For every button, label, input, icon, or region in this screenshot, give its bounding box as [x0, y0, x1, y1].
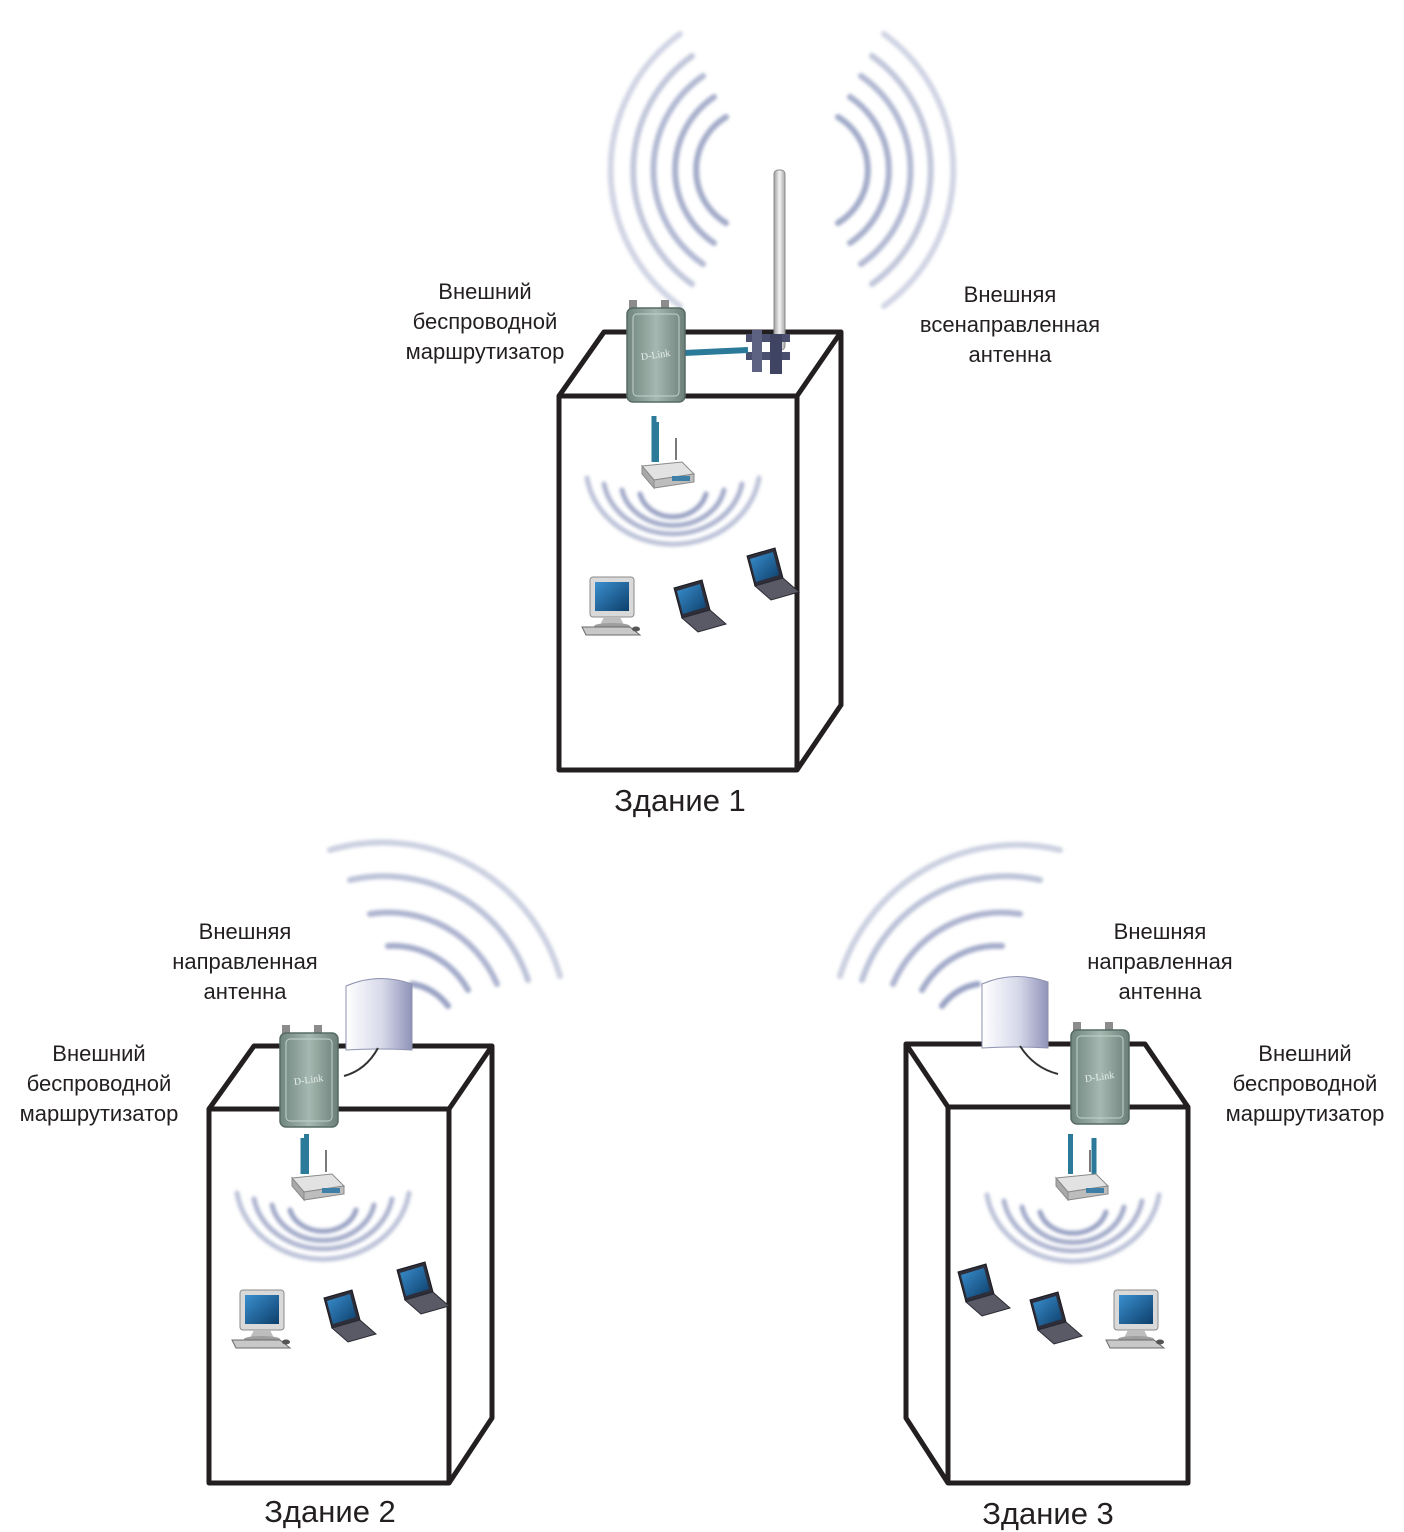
b1-router-label: Внешний беспроводной маршрутизатор [405, 279, 565, 364]
b1-antenna-label: Внешняя всенаправленная антенна [919, 282, 1101, 367]
outdoor-router-icon [1070, 1021, 1130, 1125]
indoor-wifi-waves [584, 475, 762, 547]
building-3 [837, 841, 1191, 1486]
omni-antenna-icon [746, 169, 790, 374]
access-point-icon [1055, 1133, 1109, 1201]
access-point-icon [641, 421, 695, 489]
b3-router-label: Внешний беспроводной маршрутизатор [1225, 1041, 1385, 1126]
desktop-icon [1105, 1289, 1165, 1349]
laptop-icon [323, 1289, 377, 1343]
desktop-icon [581, 576, 641, 636]
b2-router-label: Внешний беспроводной маршрутизатор [19, 1041, 179, 1126]
panel-antenna-icon [981, 975, 1049, 1049]
antenna-cable [343, 1047, 379, 1077]
building-2-caption: Здание 2 [264, 1494, 396, 1529]
building-3-outline [903, 1041, 1191, 1486]
building-1-outline [556, 329, 844, 773]
panel-antenna-icon [345, 977, 413, 1051]
directional-antenna-waves [327, 839, 563, 1009]
antenna-cable [683, 347, 749, 356]
outdoor-router-icon [279, 1024, 339, 1128]
indoor-wifi-waves [234, 1190, 412, 1262]
building-1 [556, 31, 957, 773]
directional-antenna-waves [837, 841, 1063, 1009]
building-2-outline [206, 1043, 495, 1486]
laptop-icon [746, 547, 800, 601]
desktop-icon [231, 1289, 291, 1349]
b3-antenna-label: Внешняя направленная антенна [1087, 919, 1233, 1004]
omni-antenna-waves [607, 31, 957, 309]
building-2 [206, 839, 563, 1486]
laptop-icon [673, 579, 727, 633]
outdoor-router-icon [626, 299, 686, 403]
building-3-caption: Здание 3 [982, 1496, 1114, 1531]
access-point-icon [291, 1133, 345, 1201]
indoor-wifi-waves [984, 1192, 1162, 1264]
b2-antenna-label: Внешняя направленная антенна [172, 919, 318, 1004]
laptop-icon [957, 1263, 1011, 1317]
antenna-cable [1019, 1045, 1059, 1075]
building-1-caption: Здание 1 [614, 783, 746, 818]
laptop-icon [1029, 1291, 1083, 1345]
laptop-icon [396, 1261, 450, 1315]
